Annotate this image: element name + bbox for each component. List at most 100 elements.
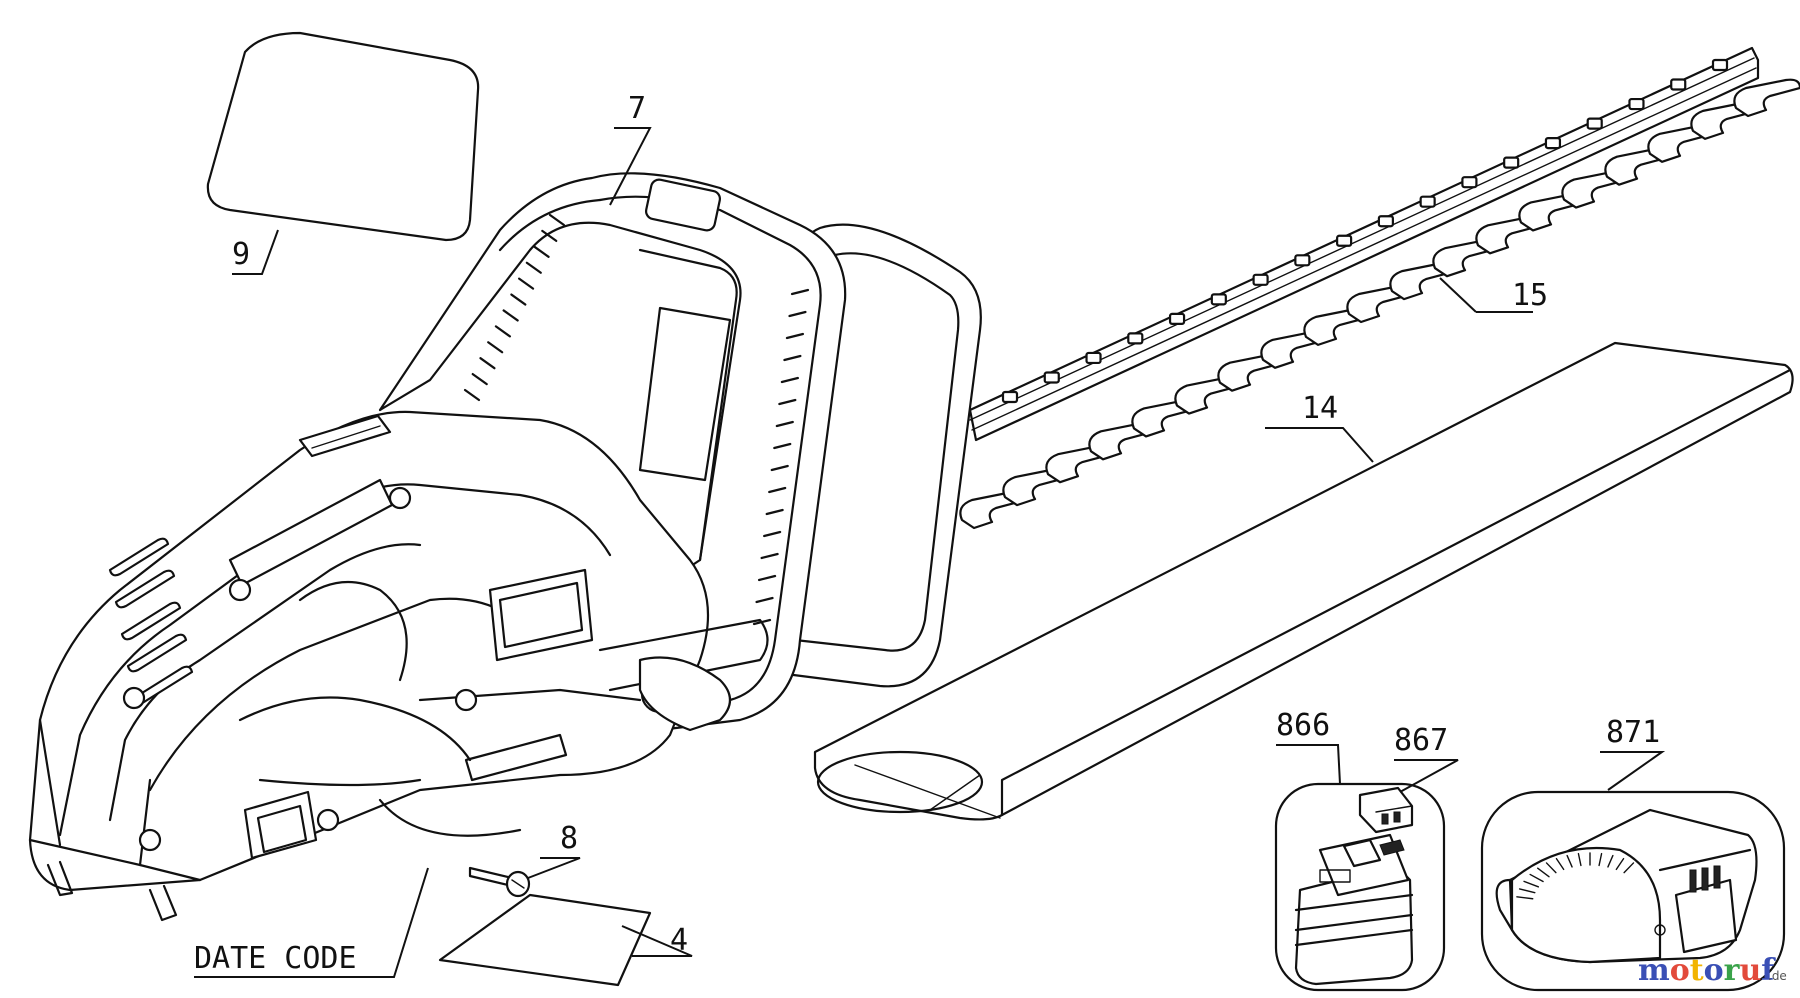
charger-vent <box>1555 857 1565 871</box>
grip-ridge <box>487 341 504 354</box>
grip-ridge <box>790 288 810 296</box>
label-part-14: 14 <box>1302 391 1338 426</box>
blade-rivet <box>1628 97 1645 111</box>
watermark-letter: u <box>1739 953 1761 988</box>
grip-ridge <box>783 354 802 362</box>
grip-ridge <box>788 310 807 318</box>
part-867-battery-terminal <box>1358 786 1414 834</box>
part-15-blade <box>959 46 1800 530</box>
vent-slot <box>126 633 188 673</box>
part-866-battery-detail <box>1274 782 1446 992</box>
blade-rivet <box>1419 195 1436 208</box>
label-part-867: 867 <box>1394 723 1448 758</box>
charger-vents <box>1516 852 1635 900</box>
part-4-plate <box>438 893 652 987</box>
grip-ridge <box>494 325 512 338</box>
handle-grip-ridges <box>463 213 810 626</box>
vent-slot <box>120 601 182 641</box>
charger-vent <box>1545 862 1557 874</box>
watermark-letter: o <box>1670 953 1690 988</box>
grip-ridge <box>760 552 779 560</box>
grip-ridge <box>765 508 784 516</box>
grip-ridge <box>785 332 805 340</box>
watermark-letter: o <box>1704 953 1724 988</box>
watermark-brand: motoruf <box>1638 953 1776 988</box>
charger-vent <box>1598 852 1603 867</box>
charger-vent <box>1523 880 1540 888</box>
watermark-letter: t <box>1690 953 1704 988</box>
blade-rivet <box>1711 58 1729 72</box>
label-part-15: 15 <box>1512 278 1548 313</box>
blade-rivet <box>1503 156 1520 169</box>
blade-rivet <box>1210 293 1227 306</box>
grip-ridge <box>510 293 527 306</box>
blade-rivet <box>1168 312 1186 325</box>
blade-rivet <box>1377 215 1394 228</box>
watermark-suffix: .de <box>1768 969 1787 983</box>
watermark-letter: m <box>1638 953 1670 988</box>
grip-ridge <box>517 277 535 290</box>
label-part-8: 8 <box>560 821 578 856</box>
blade-rivet <box>1001 390 1019 404</box>
grip-ridge <box>525 261 542 274</box>
grip-ridge <box>755 596 774 604</box>
vent-slots <box>108 537 194 705</box>
part-labels: 9 7 15 14 8 4 DATE CODE 866 867 871 <box>194 91 1660 976</box>
main-body-housing <box>28 410 769 922</box>
grip-ridge <box>471 372 488 386</box>
grip-ridge <box>463 388 481 402</box>
motoruf-watermark: motoruf .de <box>1638 953 1787 988</box>
label-part-4: 4 <box>670 923 688 958</box>
label-part-7: 7 <box>628 91 646 126</box>
blade-rivet <box>1085 351 1102 365</box>
grip-ridge <box>768 486 787 494</box>
blade-rivet <box>1544 137 1562 150</box>
charger-vent <box>1518 888 1536 894</box>
vent-slot <box>108 537 170 577</box>
label-part-866: 866 <box>1276 708 1330 743</box>
grip-ridge <box>778 398 797 406</box>
part-8-screw <box>468 866 531 898</box>
blade-teeth <box>959 78 1800 530</box>
blade-rivet <box>1586 117 1603 130</box>
grip-ridge <box>770 464 789 472</box>
vent-slot <box>114 569 176 609</box>
grip-ridge <box>780 376 799 384</box>
blade-rivet <box>1252 273 1269 286</box>
grip-ridge <box>479 357 496 370</box>
grip-ridge <box>541 229 558 243</box>
grip-ridge <box>757 574 777 582</box>
blade-rivet <box>1461 176 1478 189</box>
watermark-letter: r <box>1724 953 1741 988</box>
part-9-label-sticker <box>206 31 480 242</box>
charger-vent <box>1615 857 1625 871</box>
blade-rivet <box>1336 234 1353 247</box>
grip-ridge <box>773 442 792 450</box>
charger-vent <box>1566 854 1573 868</box>
blade-rivets <box>1001 58 1729 404</box>
watermark-letter: f <box>1761 953 1776 988</box>
blade-rivet <box>1043 371 1060 384</box>
charger-vent <box>1516 896 1534 900</box>
label-date-code: DATE CODE <box>194 941 357 976</box>
part-871-charger-detail <box>1480 790 1786 992</box>
leader-lines <box>194 127 1666 978</box>
blade-tooth <box>1733 78 1800 118</box>
charger-vent <box>1529 873 1544 883</box>
blade-rivet <box>1294 254 1311 267</box>
grip-ridge <box>763 530 782 538</box>
charger-vent <box>1577 852 1582 867</box>
grip-ridge <box>533 245 550 258</box>
label-part-871: 871 <box>1606 715 1660 750</box>
blade-rivet <box>1670 78 1687 91</box>
grip-ridge <box>502 309 519 322</box>
charger-vent <box>1607 854 1614 868</box>
grip-ridge <box>548 213 566 227</box>
grip-ridge <box>775 420 794 428</box>
part-14-blade-sheath <box>813 341 1794 821</box>
charger-vent <box>1623 862 1635 874</box>
charger-vent <box>1536 867 1550 878</box>
blade-rivet <box>1127 332 1144 345</box>
label-part-9: 9 <box>232 237 250 272</box>
